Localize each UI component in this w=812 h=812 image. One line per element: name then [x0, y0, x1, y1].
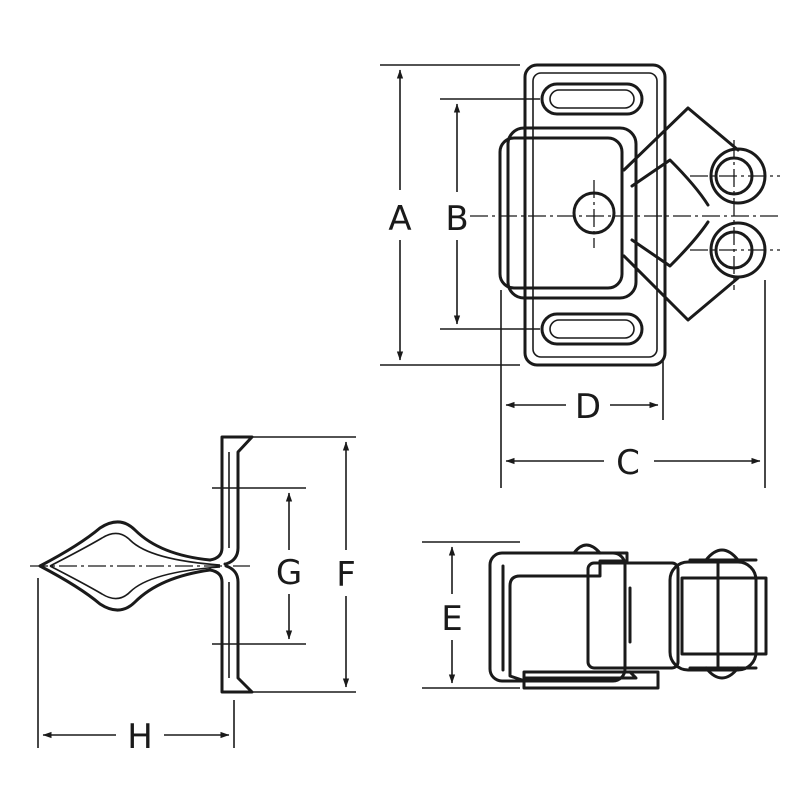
dimension-label-d: D [575, 387, 601, 427]
dimension-e: E [422, 541, 520, 689]
spring-arm-outer [622, 106, 740, 322]
catch-housing-back [506, 126, 638, 300]
roller [680, 576, 768, 656]
front-view [470, 63, 780, 367]
dimension-d: D [500, 290, 664, 488]
catch-bracket [208, 435, 254, 566]
dimension-label-b: B [445, 199, 468, 239]
mounting-slot-bottom [540, 312, 644, 346]
roller-frame [586, 561, 680, 670]
roller-cage [668, 560, 758, 672]
dimension-b: B [440, 98, 540, 330]
dimension-h: H [37, 578, 235, 757]
mounting-slot-top [540, 82, 644, 116]
dimension-label-h: H [127, 717, 153, 757]
top-view [488, 543, 768, 690]
base-plate [522, 670, 660, 690]
side-view [30, 435, 254, 694]
dimension-g: G [212, 487, 306, 645]
mounting-slot-bottom-inner [549, 319, 635, 339]
dimension-label-a: A [388, 199, 411, 239]
dimension-label-c: C [616, 443, 640, 483]
housing-top [503, 551, 629, 682]
spring-clip [38, 520, 212, 612]
mounting-slot-top-inner [549, 89, 635, 109]
spring-arm-inner [630, 158, 710, 268]
top-pin [572, 543, 602, 555]
dimension-label-f: F [336, 555, 356, 595]
axle-cap-top [704, 548, 740, 562]
catch-housing [498, 136, 624, 290]
dimension-f: F [252, 436, 356, 693]
dimension-a: A [380, 64, 520, 366]
mounting-plate-inner [532, 72, 658, 358]
mounting-plate [523, 63, 667, 367]
housing-body [488, 551, 627, 683]
dimension-c: C [505, 280, 766, 488]
dimension-label-g: G [276, 553, 302, 593]
dimension-label-e: E [441, 599, 462, 639]
axle-cap-bottom [704, 666, 740, 680]
